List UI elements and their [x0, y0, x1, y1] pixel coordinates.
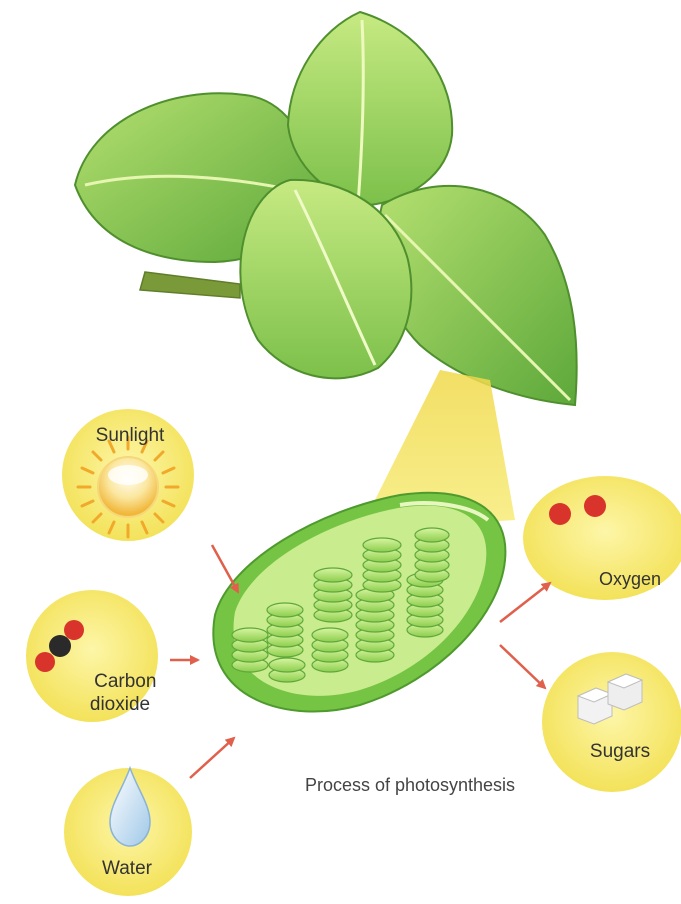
arrow-chloroplast-to-sugars — [500, 645, 545, 688]
carbon-dioxide-label-text: Carbon dioxide — [90, 671, 157, 715]
arrow-water-to-chloroplast — [190, 738, 234, 778]
sugars-circle — [542, 652, 681, 792]
carbon-dioxide-label: Carbon dioxide — [72, 647, 168, 716]
sugars-label: Sugars — [578, 740, 662, 763]
leaf-stem — [140, 272, 240, 298]
chloroplast — [213, 493, 505, 712]
arrow-sunlight-to-chloroplast — [212, 545, 238, 592]
oxygen-label: Oxygen — [590, 568, 670, 591]
sunlight-label: Sunlight — [85, 424, 175, 447]
water-label: Water — [82, 857, 172, 880]
arrow-chloroplast-to-oxygen — [500, 583, 550, 622]
leaf-top — [288, 12, 452, 205]
diagram-caption: Process of photosynthesis — [250, 774, 570, 797]
leaf-cluster — [75, 12, 577, 405]
